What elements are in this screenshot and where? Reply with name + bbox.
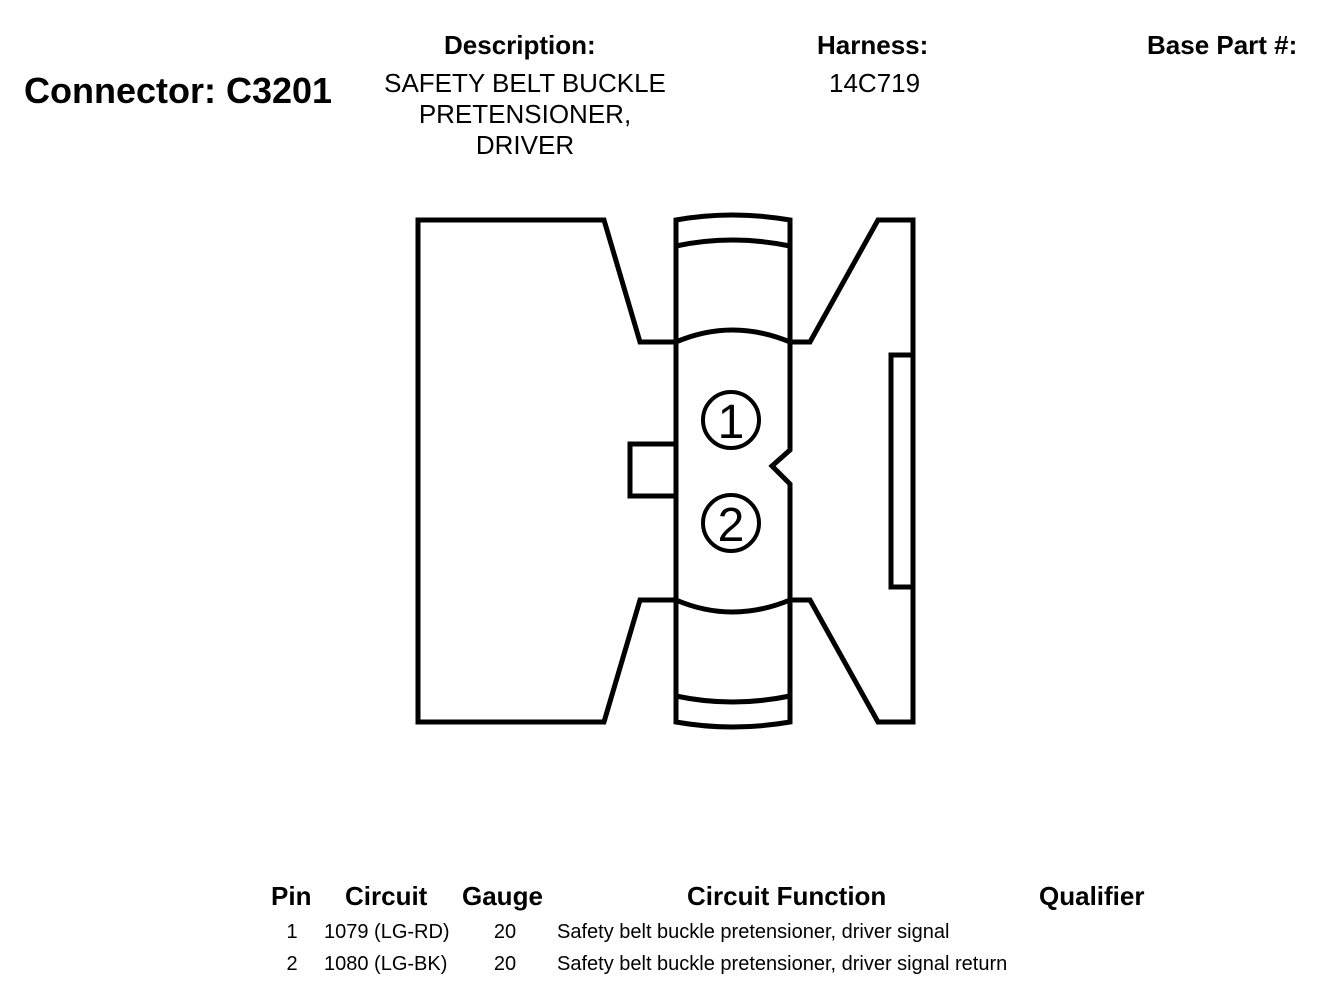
- connector-right-body: [790, 217, 916, 725]
- connector-lower-band: [675, 693, 791, 705]
- table-header-function: Circuit Function: [687, 881, 887, 911]
- table-header-qualifier: Qualifier: [1039, 881, 1145, 911]
- connector-upper-arc: [675, 327, 791, 345]
- connector-latch-tab: [888, 352, 913, 590]
- connector-lower-arc: [675, 597, 791, 615]
- connector-face-diagram: 1 2: [415, 212, 916, 730]
- description-line: PRETENSIONER,: [418, 99, 632, 129]
- pin-1-label: 1: [718, 396, 745, 449]
- pin-2-label: 2: [718, 499, 745, 552]
- pin-2-circle: [701, 493, 761, 553]
- description-header: Description:: [444, 30, 596, 60]
- base-part-header: Base Part #:: [1147, 30, 1298, 60]
- description-line: DRIVER: [475, 130, 575, 160]
- row-circuit: 1079 (LG-RD): [324, 921, 450, 943]
- table-header-circuit: Circuit: [345, 881, 428, 911]
- table-header-pin: Pin: [271, 881, 312, 911]
- row-pin: 2: [286, 953, 298, 975]
- row-gauge: 20: [493, 953, 517, 975]
- connector-left-body: [415, 217, 679, 725]
- description-line: SAFETY BELT BUCKLE: [384, 68, 666, 98]
- row-function: Safety belt buckle pretensioner, driver …: [557, 953, 1008, 975]
- connector-title: Connector: C3201: [24, 70, 333, 111]
- connector-center-body: [673, 212, 793, 730]
- harness-header: Harness:: [817, 30, 929, 60]
- row-pin: 1: [286, 921, 298, 943]
- connector-upper-band: [675, 237, 791, 249]
- pin-1-circle: [701, 390, 761, 450]
- row-gauge: 20: [493, 921, 517, 943]
- row-circuit: 1080 (LG-BK): [324, 953, 448, 975]
- harness-value: 14C719: [829, 68, 921, 98]
- table-header-gauge: Gauge: [462, 881, 543, 911]
- description-value: SAFETY BELT BUCKLE PRETENSIONER, DRIVER: [372, 68, 678, 161]
- row-function: Safety belt buckle pretensioner, driver …: [557, 921, 950, 943]
